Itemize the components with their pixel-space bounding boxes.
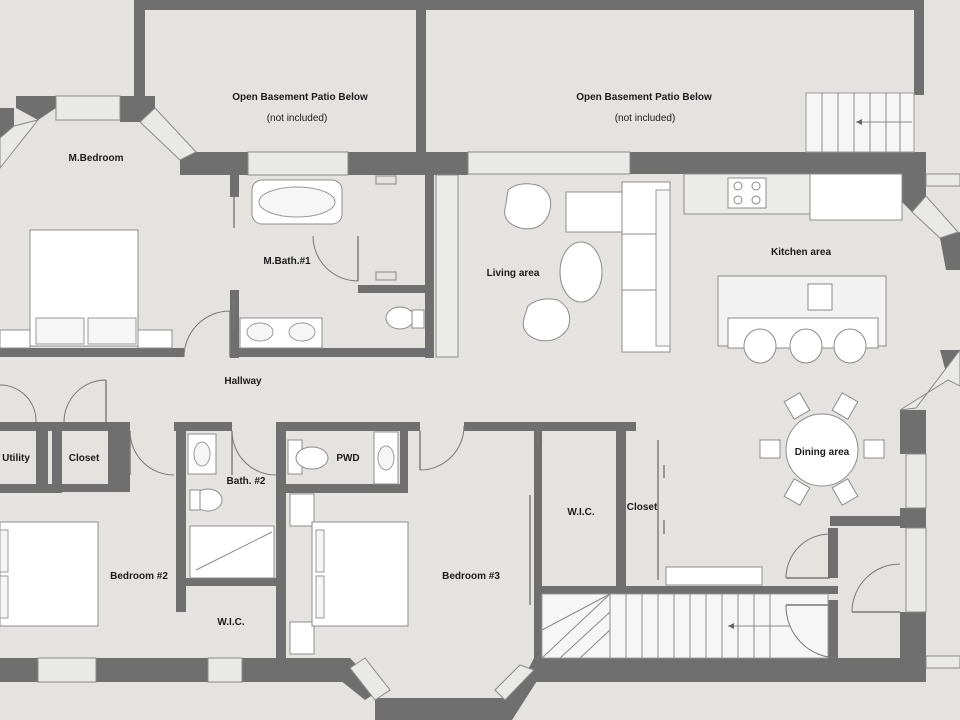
master-bath-fixtures	[239, 175, 425, 349]
kitchen-furniture	[683, 173, 903, 364]
label-dining-area: Dining area	[795, 447, 850, 458]
label-patio-left-title: Open Basement Patio Below	[232, 92, 368, 103]
bedroom-2-bed	[0, 521, 99, 627]
label-bedroom-2: Bedroom #2	[110, 571, 168, 582]
label-wic-bedroom-2: W.I.C.	[217, 617, 244, 628]
bath-2-fixtures	[187, 431, 399, 579]
bedroom-3-bed	[289, 493, 409, 655]
windows	[0, 95, 960, 701]
label-pwd: PWD	[336, 453, 359, 464]
dining-set	[759, 392, 885, 506]
patio-stairs	[805, 92, 915, 153]
doors	[0, 196, 901, 659]
living-furniture	[435, 174, 671, 358]
label-living-area: Living area	[487, 268, 540, 279]
room-labels: Open Basement Patio Below (not included)…	[2, 92, 850, 628]
interior-stairs	[541, 566, 829, 659]
label-closet-right: Closet	[627, 502, 658, 513]
label-hallway: Hallway	[224, 376, 262, 387]
label-master-bath: M.Bath.#1	[263, 256, 311, 267]
label-patio-left-note: (not included)	[267, 113, 328, 124]
label-patio-right-note: (not included)	[615, 113, 676, 124]
label-patio-right-title: Open Basement Patio Below	[576, 92, 712, 103]
label-wic-bedroom-3: W.I.C.	[567, 507, 594, 518]
label-bath-2: Bath. #2	[227, 476, 266, 487]
master-bed	[0, 229, 173, 349]
label-closet-left: Closet	[69, 453, 100, 464]
label-bedroom-3: Bedroom #3	[442, 571, 500, 582]
label-master-bedroom: M.Bedroom	[69, 153, 124, 164]
label-kitchen-area: Kitchen area	[771, 247, 831, 258]
label-utility: Utility	[2, 453, 30, 464]
